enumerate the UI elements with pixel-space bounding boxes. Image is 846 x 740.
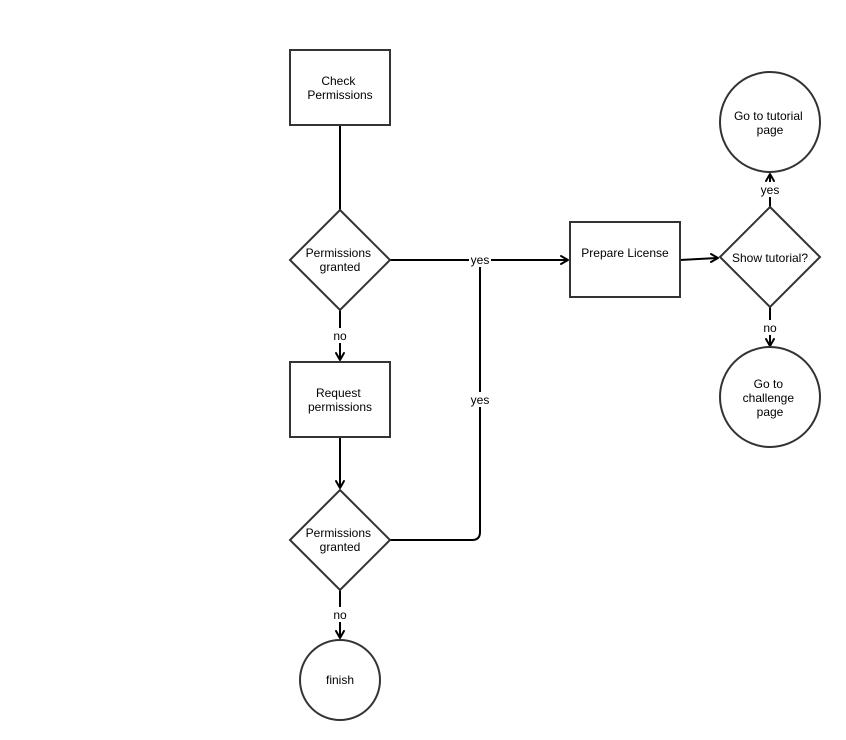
node-label-line: page [757, 123, 784, 137]
svg-text:Prepare License: Prepare License [581, 246, 669, 260]
node-label-line: permissions [308, 400, 372, 414]
edge-label-granted2-no: no [333, 608, 347, 622]
node-show-tutorial[interactable]: Show tutorial? [718, 205, 822, 309]
svg-text:Permissions granted: Permissions granted [306, 526, 375, 554]
edge-label-tutorial-yes: yes [761, 183, 780, 197]
node-finish[interactable]: finish [299, 639, 381, 721]
svg-text:Show tutorial?: Show tutorial? [732, 251, 808, 265]
node-go-to-challenge[interactable]: Go to challenge page [719, 346, 821, 448]
edges [335, 125, 775, 639]
node-label-line: Prepare License [581, 246, 669, 260]
edge-prepare-to-tutorial [679, 257, 718, 261]
svg-text:Request permissions: Request permissions [308, 386, 372, 414]
node-label-line: Show tutorial? [732, 251, 808, 265]
arrowhead [335, 630, 345, 639]
node-request-permissions[interactable]: Request permissions [289, 361, 391, 438]
edge-label-granted2-yes: yes [471, 393, 490, 407]
node-label-line: challenge [743, 391, 795, 405]
svg-text:Permissions granted: Permissions granted [306, 246, 375, 274]
node-label-line: Go to tutorial [734, 109, 803, 123]
node-label-line: Permissions [306, 526, 371, 540]
arrowhead [335, 352, 345, 361]
node-label-line: Go to [754, 377, 784, 391]
edge-label-tutorial-no: no [763, 321, 777, 335]
svg-text:finish: finish [326, 673, 354, 687]
node-label-line: finish [326, 673, 354, 687]
node-label-line: granted [320, 260, 361, 274]
arrowhead [335, 480, 345, 489]
node-check-permissions[interactable]: Check Permissions [289, 49, 391, 126]
edge-label-granted1-no: no [333, 329, 347, 343]
node-label-line: Request [316, 386, 361, 400]
node-label-line: Permissions [307, 88, 372, 102]
svg-text:Go to challenge pa: Go to challenge page [743, 377, 798, 419]
node-label-line: page [757, 405, 784, 419]
node-prepare-license[interactable]: Prepare License [569, 221, 681, 298]
svg-text:Check Permissions: Check Permissions [307, 74, 372, 102]
edge-labels: no yes no yes yes no [331, 182, 781, 622]
node-label-line: Permissions [306, 246, 371, 260]
edge-label-granted1-yes: yes [471, 253, 490, 267]
arrowhead [560, 255, 569, 265]
node-permissions-granted-2[interactable]: Permissions granted [288, 488, 392, 592]
node-go-to-tutorial[interactable]: Go to tutorial page [719, 71, 821, 173]
arrowhead [710, 253, 719, 263]
arrowhead [765, 173, 775, 182]
svg-text:Go to tutorial page: Go to tutorial page [734, 109, 806, 137]
node-permissions-granted-1[interactable]: Permissions granted [288, 208, 392, 312]
node-label-line: Check [321, 74, 356, 88]
node-label-line: granted [320, 540, 361, 554]
